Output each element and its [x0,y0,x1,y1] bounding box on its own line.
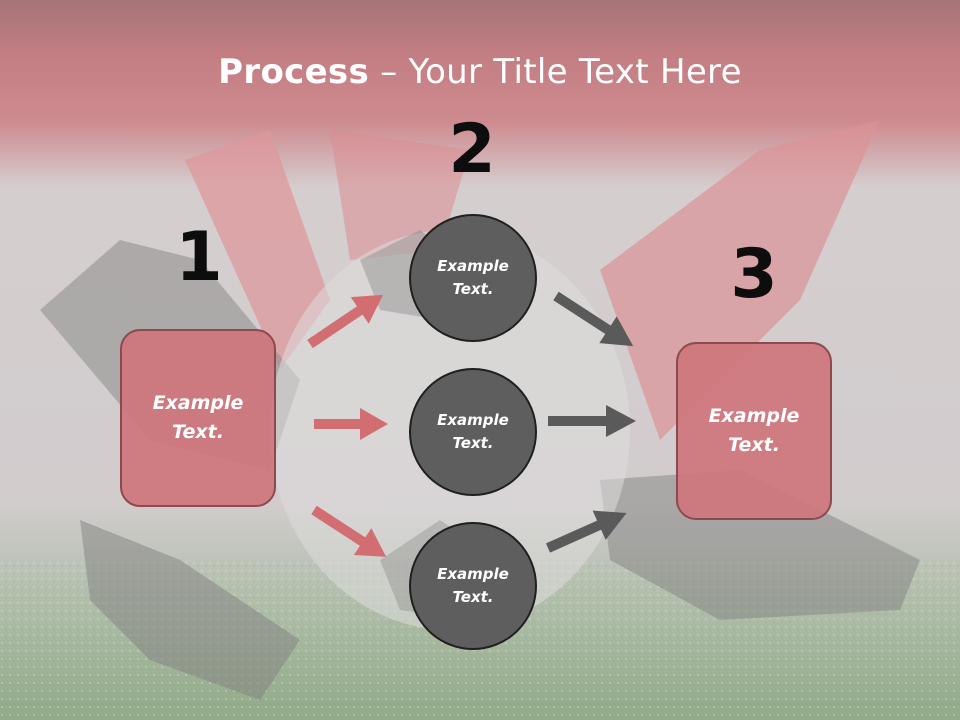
step-2-circle-middle: Example Text. [409,368,537,496]
step-2-circle-top: Example Text. [409,214,537,342]
step-number-1: 1 [175,218,223,297]
step-2-text-middle: Example Text. [437,411,509,452]
step-number-2: 2 [448,110,496,189]
title-rest: – Your Title Text Here [369,52,742,92]
slide-title: Process – Your Title Text Here [0,52,960,92]
step-1-text: Example Text. [152,392,244,443]
step-2-circle-bottom: Example Text. [409,522,537,650]
arrow-icon [311,505,387,557]
step-3-text: Example Text. [708,405,800,456]
step-2-text-top: Example Text. [437,257,509,298]
step-3-box: Example Text. [676,342,832,520]
arrow-icon [314,408,388,440]
step-2-text-bottom: Example Text. [437,565,509,606]
arrow-icon [548,405,636,437]
arrow-icon [307,294,383,349]
step-number-3: 3 [730,235,778,314]
arrow-icon [545,510,627,553]
arrow-icon [553,291,634,347]
title-bold: Process [218,52,370,92]
step-1-box: Example Text. [120,329,276,507]
